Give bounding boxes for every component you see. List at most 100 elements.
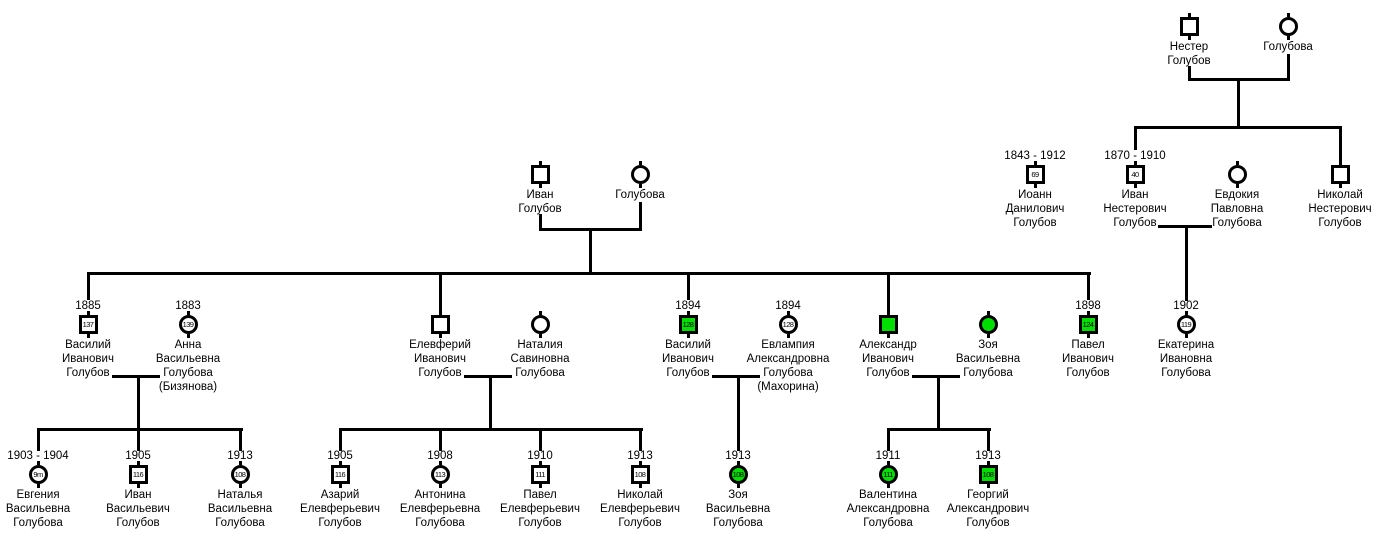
age-badge: 137 <box>82 320 94 329</box>
person-name-line: Голубов <box>666 367 710 379</box>
connector-line <box>439 272 442 317</box>
person-name-line: Голубова <box>163 367 213 379</box>
person-name-line: Голубова <box>515 367 565 379</box>
female-symbol[interactable]: 119 <box>1176 311 1196 338</box>
male-symbol[interactable]: 40 <box>1125 161 1145 188</box>
male-symbol[interactable] <box>430 311 450 338</box>
person-name-line: Нестерович <box>1308 203 1372 215</box>
female-symbol[interactable] <box>1227 161 1247 188</box>
connector-line <box>639 202 642 230</box>
female-symbol[interactable] <box>630 161 650 188</box>
male-symbol[interactable]: 116 <box>128 461 148 488</box>
female-symbol[interactable]: 113 <box>430 461 450 488</box>
birth-death-years <box>1275 149 1377 165</box>
male-symbol[interactable] <box>530 161 550 188</box>
birth-death-years: 1843 - 1912 <box>1004 150 1066 162</box>
male-symbol[interactable] <box>1330 161 1350 188</box>
person-name-line: Александровна <box>846 503 930 515</box>
male-symbol[interactable]: 69 <box>1025 161 1045 188</box>
person-name-line: Васильевна <box>207 503 273 515</box>
connector-line <box>712 375 760 378</box>
person-name-line: Павел <box>1071 339 1105 351</box>
male-symbol-highlighted[interactable]: 128 <box>678 311 698 338</box>
male-symbol[interactable]: 111 <box>530 461 550 488</box>
person-name-line: Голубова <box>415 517 465 529</box>
person-name-line: Иванович <box>414 353 466 365</box>
person-name-line: (Бизянова) <box>158 381 218 393</box>
person-name-line: Иван <box>526 189 554 201</box>
male-symbol-highlighted[interactable] <box>878 311 898 338</box>
connector-line <box>339 428 643 431</box>
person-name-line: Васильевна <box>5 503 71 515</box>
person-name-line: Голубова <box>1263 41 1313 53</box>
female-symbol[interactable]: 108 <box>230 461 250 488</box>
birth-death-years: 1885 <box>75 300 101 312</box>
female-symbol[interactable] <box>1278 13 1298 40</box>
person-name-line: Георгий <box>967 489 1009 501</box>
male-symbol-highlighted[interactable]: 108 <box>978 461 998 488</box>
person-name-line: Елевферьевич <box>300 503 380 515</box>
male-symbol[interactable] <box>1179 13 1199 40</box>
male-symbol[interactable]: 116 <box>330 461 350 488</box>
age-badge: 108 <box>982 470 994 479</box>
person-name-line: Голубов <box>116 517 160 529</box>
birth-death-years: 1902 <box>1173 300 1199 312</box>
person-name-line: Голубова <box>13 517 63 529</box>
person-name-line: Голубов <box>1113 217 1157 229</box>
female-symbol-highlighted[interactable]: 111 <box>878 461 898 488</box>
person-name-line: Голубова <box>963 367 1013 379</box>
male-symbol[interactable]: 108 <box>630 461 650 488</box>
male-symbol[interactable]: 137 <box>78 311 98 338</box>
person-name-line: Евгения <box>16 489 60 501</box>
connector-line <box>1237 78 1240 126</box>
female-symbol[interactable]: 128 <box>778 311 798 338</box>
female-symbol-highlighted[interactable]: 108 <box>728 461 748 488</box>
connector-line <box>539 428 542 451</box>
person-name-line: Павловна <box>1210 203 1264 215</box>
female-symbol[interactable] <box>530 311 550 338</box>
connector-line <box>1087 272 1090 300</box>
female-symbol-highlighted[interactable] <box>978 311 998 338</box>
birth-death-years: 1911 <box>875 450 901 462</box>
female-symbol[interactable]: 139 <box>178 311 198 338</box>
person-golubova-wife-of-nester[interactable]: Голубова <box>1223 1 1353 54</box>
person-name-line: Голубов <box>866 367 910 379</box>
person-name-line: Иванович <box>1062 353 1114 365</box>
male-symbol-highlighted[interactable]: 124 <box>1078 311 1098 338</box>
person-golubova-wife-of-ivan[interactable]: Голубова <box>575 149 705 202</box>
person-name-line: Анна <box>174 339 202 351</box>
female-symbol[interactable]: 9m <box>28 461 48 488</box>
